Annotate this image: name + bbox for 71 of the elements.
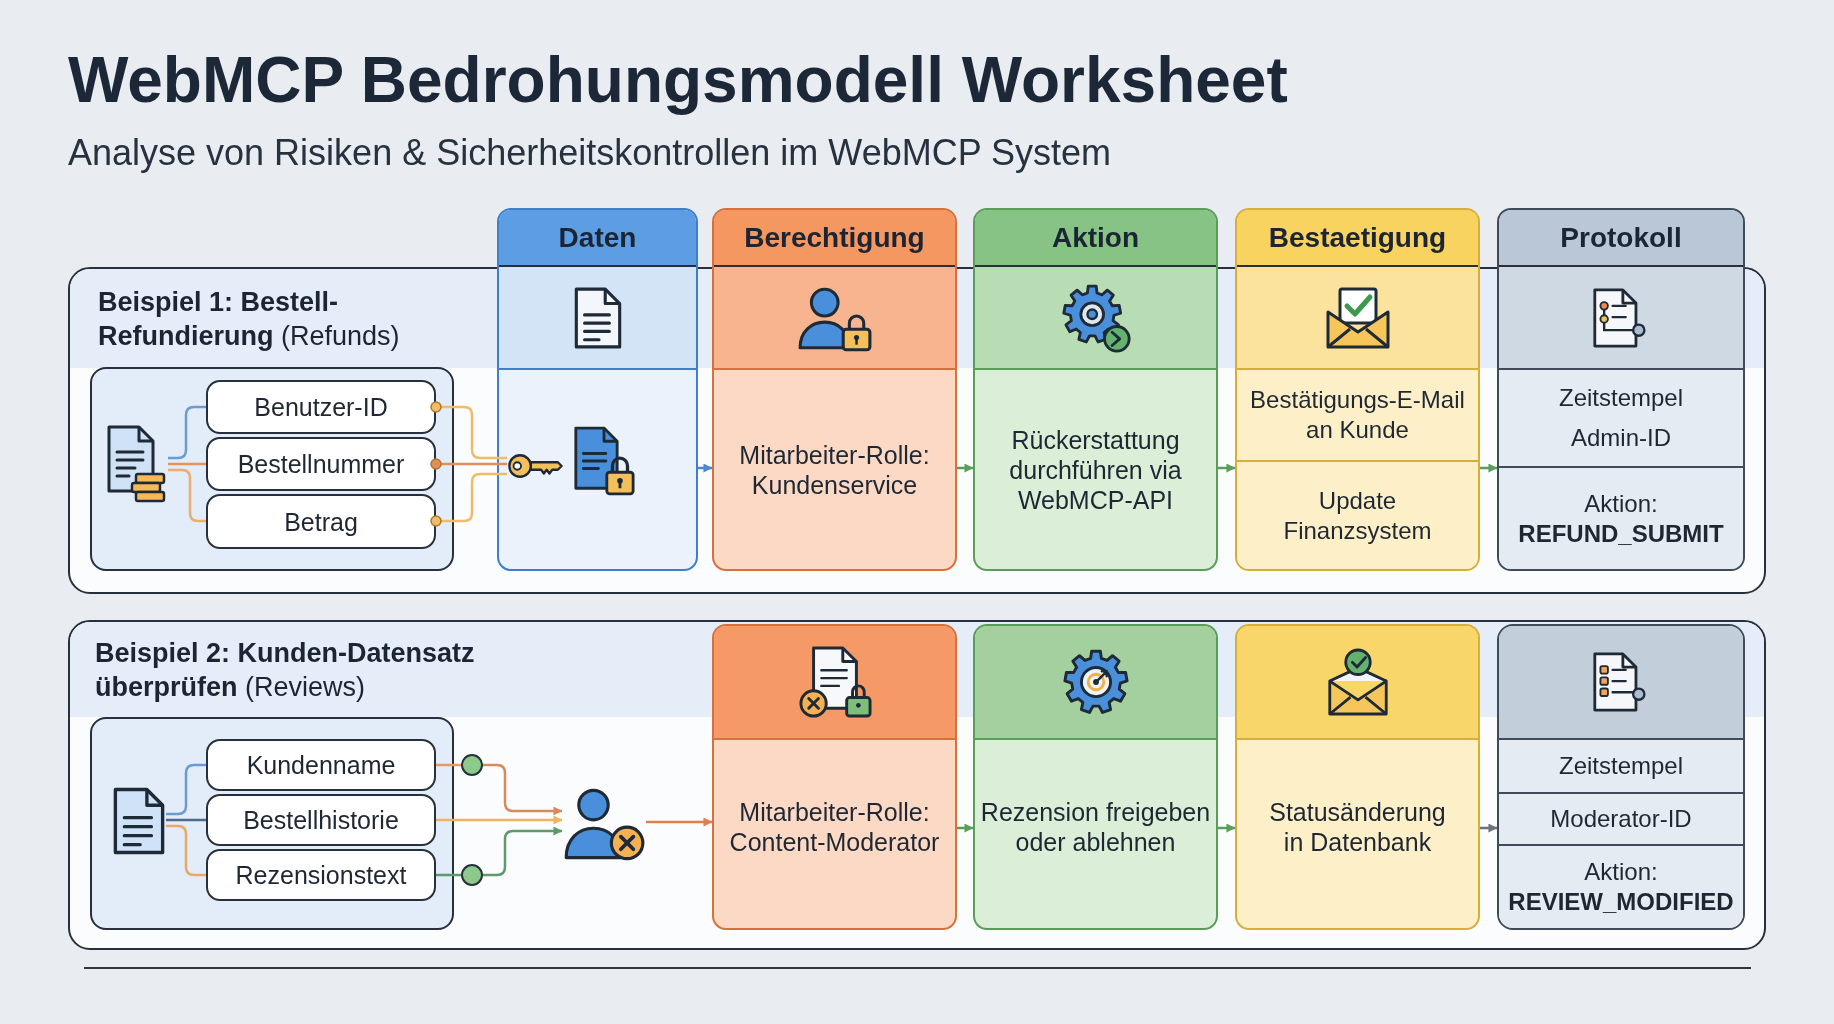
stage-text: Statusänderung in Datenbank <box>1268 797 1447 857</box>
arrow <box>1480 463 1498 473</box>
example-panel <box>68 620 1766 950</box>
data-item-label: Bestellhistorie <box>243 805 399 835</box>
data-item-label: Rezensionstext <box>235 860 407 890</box>
stage-card <box>973 624 1218 930</box>
arrow <box>1480 823 1498 833</box>
cell-text: Zeitstempel <box>1558 751 1683 781</box>
stage-cell <box>1499 844 1743 928</box>
panel-heading: Beispiel 2: Kunden-Datensatz überprüfen (Reviews) <box>95 637 476 704</box>
cell-text: Moderator-ID <box>1550 804 1692 834</box>
arrow <box>957 823 974 833</box>
dot-connector <box>430 401 507 460</box>
arrow <box>957 463 974 473</box>
arrow <box>698 463 713 473</box>
data-group-box <box>90 367 454 571</box>
column-header: Berechtigung <box>714 210 955 267</box>
data-item-box <box>206 494 436 549</box>
arrow <box>1218 463 1236 473</box>
cell-text: Bestätigungs-E-Mail an Kunde <box>1249 385 1466 445</box>
panel-heading: Beispiel 1: Bestell-Refundierung (Refunds) <box>98 286 401 353</box>
dot-connector <box>430 472 507 527</box>
data-item-label: Benutzer-ID <box>254 392 388 422</box>
cell-text: Zeitstempel <box>1558 383 1683 413</box>
connector-line <box>436 873 461 877</box>
data-item-box <box>206 849 436 901</box>
data-item-label: Bestellnummer <box>237 449 405 479</box>
cell-text: Aktion: REFUND_SUBMIT <box>1518 488 1724 549</box>
dot-connector <box>430 458 507 470</box>
stage-card <box>1497 624 1745 930</box>
data-item-box <box>206 380 436 434</box>
column-header: Bestaetigung <box>1237 210 1478 267</box>
connector-line <box>168 462 206 466</box>
data-item-box <box>206 739 436 791</box>
stage-cell <box>1237 460 1478 569</box>
column-header: Aktion <box>975 210 1216 267</box>
stage-cell <box>1499 466 1743 569</box>
stage-card <box>712 624 957 930</box>
cell-text: Update Finanzsystem <box>1282 485 1433 546</box>
arrow <box>1218 823 1236 833</box>
user-cross-icon <box>562 786 646 862</box>
data-item-box <box>206 794 436 846</box>
stage-column <box>1235 208 1480 571</box>
column-header: Daten <box>499 210 696 267</box>
arrow <box>483 826 563 877</box>
data-item-label: Kundenname <box>246 750 396 780</box>
data-group-box <box>90 717 454 930</box>
connector-line <box>436 763 461 767</box>
connector-line <box>168 468 206 523</box>
subtitle: Analyse von Risiken & Sicherheitskontrollen im WebMCP System <box>68 132 1112 174</box>
cell-text: Aktion: REVIEW_MODIFIED <box>1508 857 1734 917</box>
stage-column <box>973 208 1218 571</box>
column-header: Protokoll <box>1499 210 1743 267</box>
stage-card <box>1235 624 1480 930</box>
stage-column <box>497 208 698 571</box>
document-icon <box>112 786 166 856</box>
stage-text: Mitarbeiter-Rolle: Content-Moderator <box>728 797 941 857</box>
arrow <box>483 763 563 816</box>
arrow <box>436 815 563 825</box>
data-item-label: Betrag <box>284 506 358 537</box>
arrow <box>646 817 713 827</box>
data-item-box <box>206 437 436 491</box>
stage-text: Rezension freigeben oder ablehnen <box>979 797 1212 857</box>
stage-column <box>1497 208 1745 571</box>
title: WebMCP Bedrohungsmodell Worksheet <box>68 44 1288 116</box>
connector-line <box>166 818 206 822</box>
stage-column <box>712 208 957 571</box>
stage-text: Rückerstattung durchführen via WebMCP-API <box>1008 424 1183 515</box>
cell-text: Admin-ID <box>1571 423 1671 453</box>
document-coins-icon <box>106 424 168 504</box>
stage-text: Mitarbeiter-Rolle: Kundenservice <box>738 439 931 500</box>
